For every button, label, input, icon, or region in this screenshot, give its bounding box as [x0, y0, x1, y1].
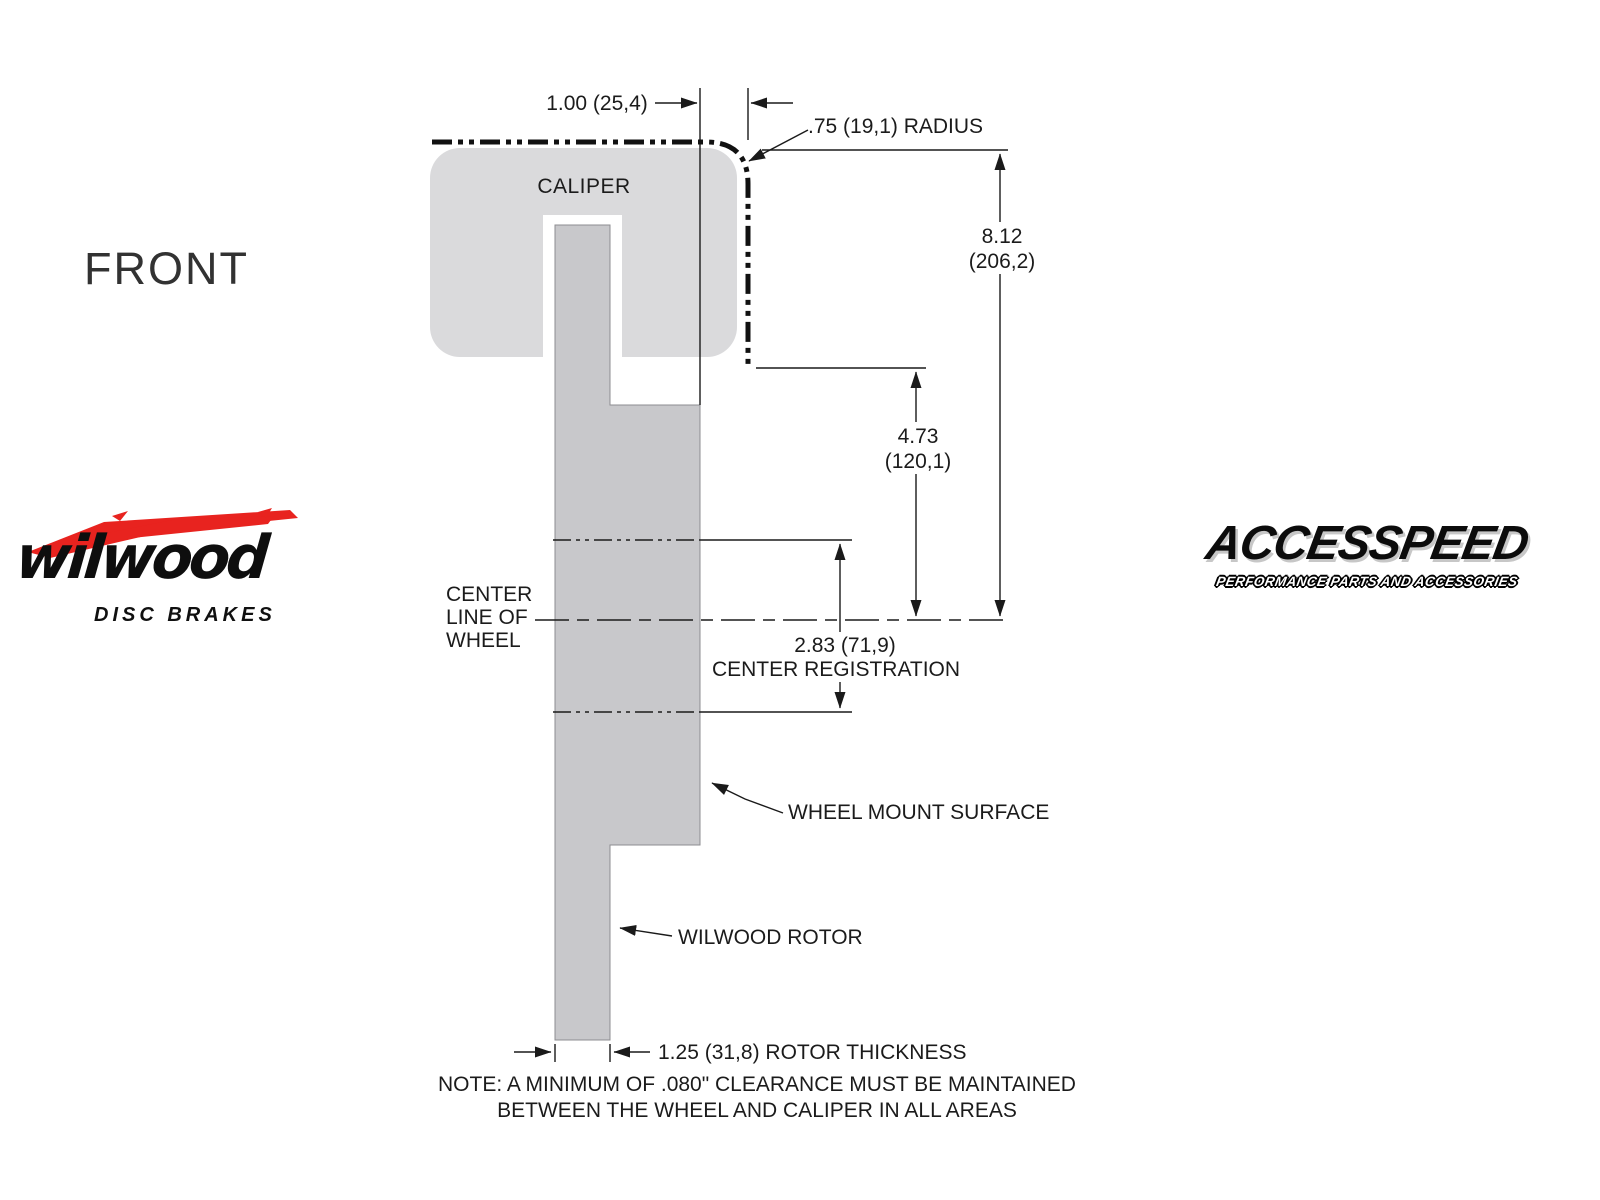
dim-overall-height-mm: (206,2) — [969, 250, 1036, 273]
dim-caliper-to-centerline-in: 4.73 — [898, 425, 939, 448]
text-backers — [708, 222, 1042, 682]
callout-centerline-1: CENTER — [446, 583, 532, 606]
accesspeed-wordmark: ACCESSPEED — [1202, 517, 1533, 570]
dim-caliper-to-centerline-mm: (120,1) — [885, 450, 952, 473]
accesspeed-logo: ACCESSPEED PERFORMANCE PARTS AND ACCESSO… — [1182, 517, 1552, 589]
view-label: FRONT — [84, 243, 249, 294]
dim-top-offset: 1.00 (25,4) — [546, 92, 648, 115]
dim-center-registration-label: CENTER REGISTRATION — [712, 658, 960, 681]
rotor-hat-shape — [554, 224, 701, 1041]
dim-center-registration-value: 2.83 (71,9) — [794, 634, 896, 657]
wilwood-swoosh-icon — [28, 508, 298, 558]
callout-wilwood-rotor: WILWOOD ROTOR — [678, 926, 863, 949]
dim-rotor-thickness: 1.25 (31,8) ROTOR THICKNESS — [658, 1041, 967, 1064]
note-line-2: BETWEEN THE WHEEL AND CALIPER IN ALL ARE… — [497, 1099, 1017, 1122]
wilwood-logo: wilwood DISC BRAKES — [12, 508, 322, 647]
dim-corner-radius: .75 (19,1) RADIUS — [808, 115, 983, 138]
callout-centerline-3: WHEEL — [446, 629, 521, 652]
callout-centerline-2: LINE OF — [446, 606, 528, 629]
note-line-1: NOTE: A MINIMUM OF .080" CLEARANCE MUST … — [438, 1073, 1076, 1096]
wilwood-tagline: DISC BRAKES — [94, 604, 276, 626]
clearance-envelope — [432, 139, 751, 368]
dim-overall-height-in: 8.12 — [982, 225, 1023, 248]
callout-wheel-mount-surface: WHEEL MOUNT SURFACE — [788, 801, 1049, 824]
caliper-label: CALIPER — [537, 175, 630, 198]
accesspeed-tagline: PERFORMANCE PARTS AND ACCESSORIES — [1215, 574, 1519, 589]
wilwood-wordmark: wilwood — [12, 523, 269, 593]
